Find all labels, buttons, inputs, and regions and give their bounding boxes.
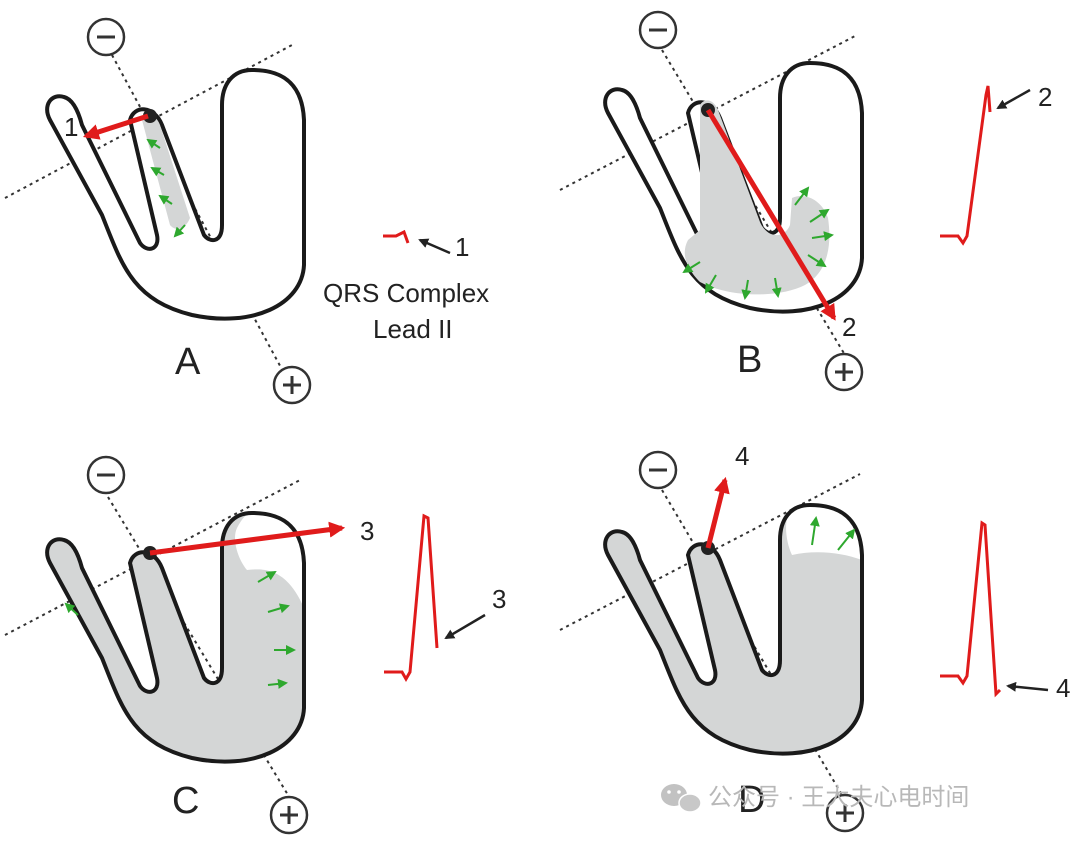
vector-arrow-4 — [705, 476, 730, 549]
positive-pole-d — [825, 793, 865, 833]
legend-lead-ii: Lead II — [373, 314, 453, 344]
panel-b: 2 B 2 — [559, 10, 1052, 392]
depolarized-ventricles-d — [605, 505, 862, 754]
lead-ii-line-c — [107, 496, 289, 796]
depolarization-arrows-d — [809, 516, 856, 551]
positive-pole-a — [272, 365, 312, 405]
panel-label-b: B — [737, 339, 762, 381]
ecg-trace-d — [940, 520, 1002, 698]
legend: 1 QRS Complex Lead II — [323, 229, 489, 344]
ecg-label-3: 3 — [492, 584, 506, 614]
depolarization-arrows-b — [682, 186, 834, 300]
vector-label-1: 1 — [64, 112, 78, 142]
vector-arrow-3 — [149, 521, 346, 556]
ecg-label-1: 1 — [455, 232, 469, 262]
depolarized-ventricles-c — [47, 513, 304, 762]
panel-a: 1 A — [4, 17, 312, 405]
panel-c: 3 C 3 — [4, 455, 506, 835]
ecg-label-4: 4 — [1056, 673, 1070, 703]
negative-pole-c — [86, 455, 126, 495]
watermark-text: 公众号 · 王大夫心电时间 — [708, 784, 969, 811]
watermark: 公众号 · 王大夫心电时间 — [661, 784, 969, 813]
vector-label-2: 2 — [842, 312, 856, 342]
positive-pole-b — [824, 352, 864, 392]
undepolarized-base-d — [786, 505, 862, 560]
panel-label-d: D — [738, 779, 765, 821]
wechat-icon — [661, 784, 702, 813]
vector-arrow-1 — [82, 113, 149, 140]
legend-qrs-complex: QRS Complex — [323, 278, 489, 308]
pointer-arrow-2 — [996, 88, 1031, 110]
negative-pole-d — [638, 450, 678, 490]
ecg-small-deflection-1 — [383, 229, 410, 244]
lead-ii-line-a — [111, 54, 286, 376]
pointer-arrow-3 — [444, 613, 486, 640]
depolarization-arrows-c — [64, 570, 296, 689]
negative-pole-b — [638, 10, 678, 50]
origin-node-a — [143, 109, 157, 123]
depolarization-arrows-a — [146, 138, 186, 238]
vector-arrow-2 — [705, 108, 837, 321]
pointer-arrow-4 — [1006, 681, 1049, 692]
panel-label-c: C — [172, 780, 199, 822]
pointer-arrow-1 — [418, 238, 451, 255]
vector-label-4: 4 — [735, 441, 749, 471]
panel-d: 4 D 4 — [559, 441, 1070, 833]
ecg-trace-b — [940, 85, 992, 246]
ecg-trace-c — [384, 513, 439, 683]
negative-pole-a — [86, 17, 126, 57]
panel-label-a: A — [175, 341, 201, 383]
positive-pole-c — [269, 795, 309, 835]
vector-label-3: 3 — [360, 516, 374, 546]
ecg-label-2: 2 — [1038, 82, 1052, 112]
